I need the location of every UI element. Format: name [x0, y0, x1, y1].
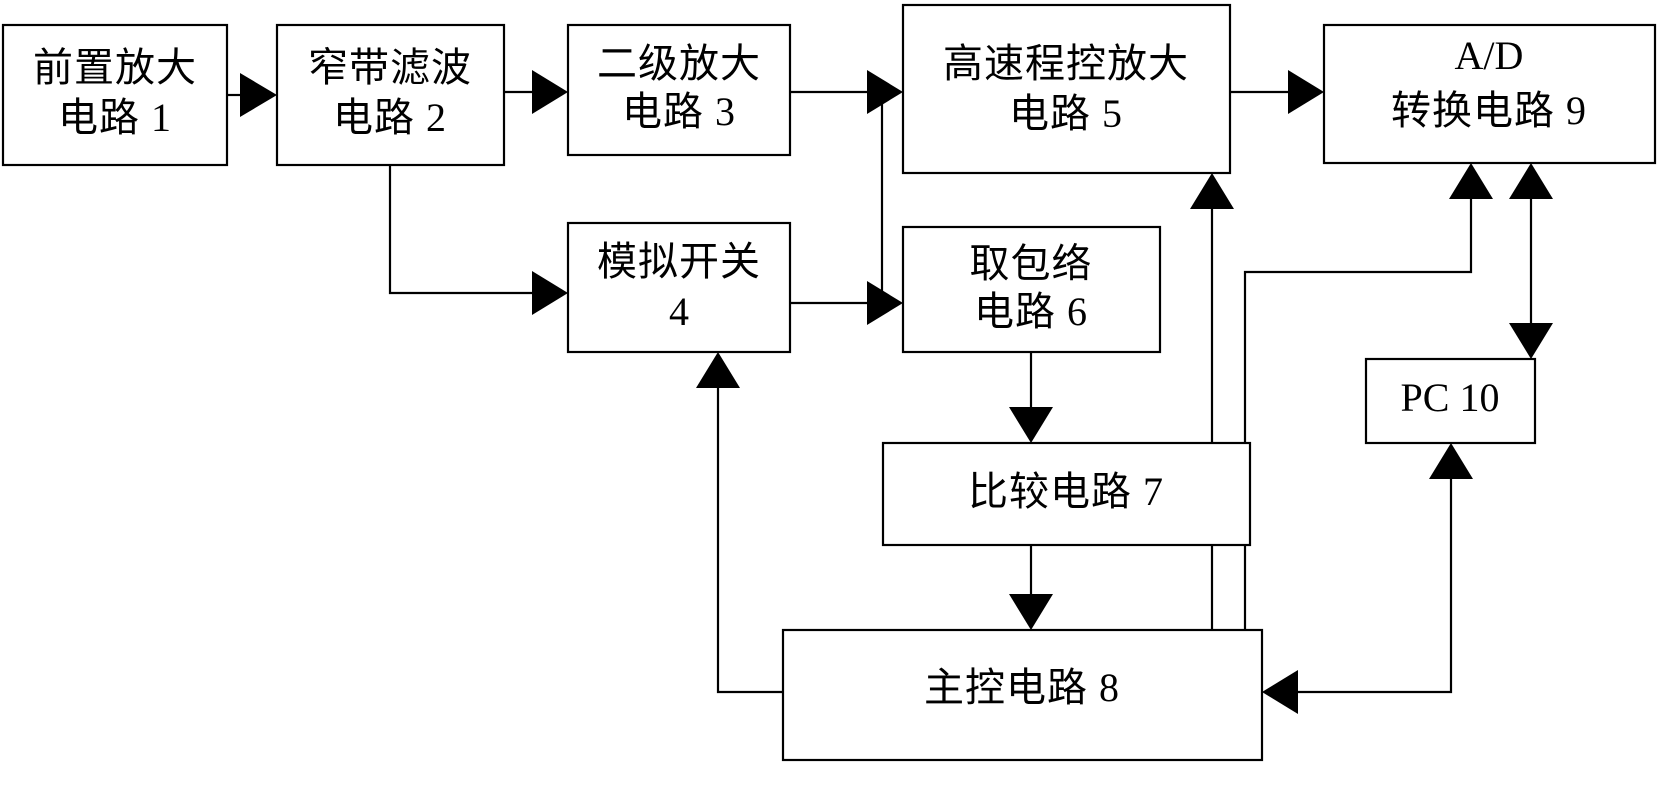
connection-b10-b8 — [1262, 443, 1473, 714]
block-main-control-circuit-8[interactable]: 主控电路 8 — [781, 628, 1264, 762]
block-label-line2: 电路 1 — [58, 95, 172, 140]
block-label-line2: 4 — [669, 289, 689, 334]
block-box[interactable] — [781, 628, 1264, 762]
connection-b1-b2 — [227, 73, 277, 117]
block-label-line1: 取包络 — [970, 241, 1093, 286]
connection-b3-b5 — [790, 70, 903, 114]
block-second-stage-amplifier-circuit-3[interactable]: 二级放大 电路 3 — [566, 23, 792, 157]
block-pc-10[interactable]: PC 10 — [1364, 357, 1537, 445]
block-preamplifier-circuit-1[interactable]: 前置放大 电路 1 — [1, 23, 229, 167]
block-comparator-circuit-7[interactable]: 比较电路 7 — [881, 441, 1252, 547]
block-label-line1: 高速程控放大 — [943, 41, 1189, 86]
block-label-line1: 二级放大 — [597, 41, 761, 86]
connection-b9-b10-bidirectional — [1509, 163, 1553, 359]
block-label-line1: 前置放大 — [33, 45, 197, 90]
block-label-line2: 电路 6 — [974, 289, 1088, 334]
block-box[interactable] — [275, 23, 506, 167]
block-label-line1: A/D — [1455, 33, 1524, 78]
block-label-line1: PC 10 — [1401, 375, 1500, 420]
connection-b6-b7 — [1009, 352, 1053, 443]
block-label-line2: 电路 2 — [333, 95, 447, 140]
block-box[interactable] — [1, 23, 229, 167]
connection-b4-b6 — [790, 281, 903, 325]
block-box[interactable] — [901, 3, 1232, 175]
block-box[interactable] — [566, 221, 792, 354]
connection-b5-b9 — [1230, 70, 1324, 114]
block-high-speed-programmable-amplifier-circuit-5[interactable]: 高速程控放大 电路 5 — [901, 3, 1232, 175]
block-label-line2: 电路 3 — [622, 89, 736, 134]
connection-b8-b5 — [1190, 173, 1234, 630]
block-narrowband-filter-circuit-2[interactable]: 窄带滤波 电路 2 — [275, 23, 506, 167]
block-label-line1: 比较电路 7 — [968, 469, 1164, 514]
block-ad-conversion-circuit-9[interactable]: A/D 转换电路 9 — [1322, 23, 1657, 165]
connection-b2-b3 — [504, 70, 568, 114]
block-box[interactable] — [901, 225, 1162, 354]
connection-b2-b4 — [388, 165, 568, 315]
block-label-line2: 转换电路 9 — [1391, 88, 1587, 133]
connection-b7-b8 — [1009, 545, 1053, 630]
block-label-line1: 模拟开关 — [597, 239, 761, 284]
block-box[interactable] — [1322, 23, 1657, 165]
block-envelope-detection-circuit-6[interactable]: 取包络 电路 6 — [901, 225, 1162, 354]
block-box[interactable] — [566, 23, 792, 157]
block-label-line2: 电路 5 — [1009, 91, 1123, 136]
block-analog-switch-4[interactable]: 模拟开关 4 — [566, 221, 792, 354]
block-label-line1: 窄带滤波 — [308, 45, 472, 90]
connections-layer — [227, 70, 1553, 714]
block-label-line1: 主控电路 8 — [924, 665, 1120, 710]
block-box[interactable] — [881, 441, 1252, 547]
connection-b8-b4 — [696, 352, 783, 694]
block-box[interactable] — [1364, 357, 1537, 445]
